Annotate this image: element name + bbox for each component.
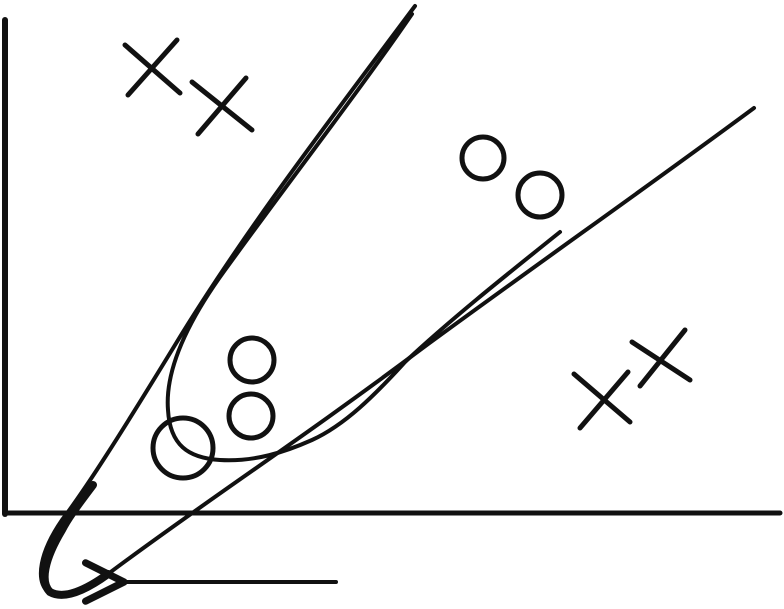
circle-marker xyxy=(515,170,565,220)
outer-boundary-loop-emphasis xyxy=(40,481,112,599)
x-marker xyxy=(122,37,183,98)
circle-marker xyxy=(227,335,277,385)
outer-decision-boundary xyxy=(38,4,756,597)
circle-marker xyxy=(226,391,276,441)
circle-marker xyxy=(150,415,216,481)
x-marker xyxy=(571,369,633,431)
x-marker xyxy=(189,75,255,137)
x-marker xyxy=(629,327,693,389)
circle-marker xyxy=(459,134,507,182)
